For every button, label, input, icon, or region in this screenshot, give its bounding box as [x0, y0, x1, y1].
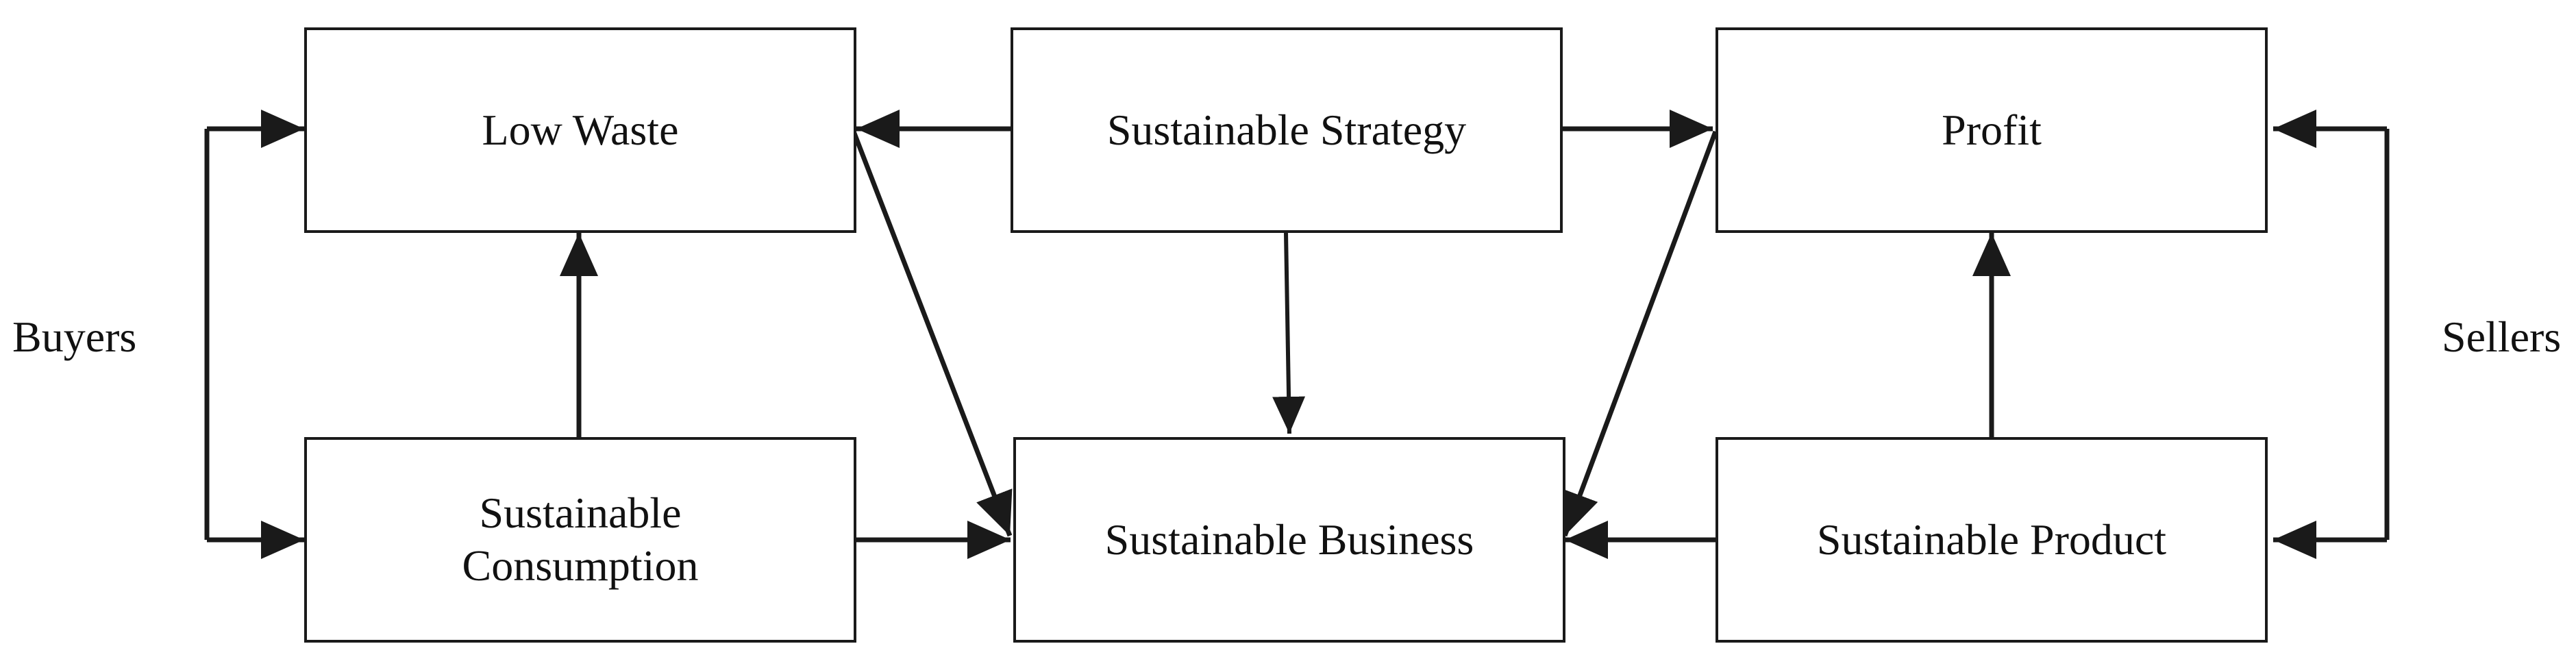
node-sustainable-business-label: Sustainable Business: [1104, 514, 1474, 564]
node-sustainable-strategy-label: Sustainable Strategy: [1106, 105, 1467, 154]
node-sustainable-consumption: Sustainable Consumption: [304, 437, 856, 643]
buyers-bracket: [204, 110, 304, 559]
node-low-waste: Low Waste: [304, 27, 856, 233]
node-sustainable-product: Sustainable Product: [1716, 437, 2268, 643]
node-sustainable-business: Sustainable Business: [1013, 437, 1565, 643]
node-sustainable-consumption-label: Sustainable Consumption: [462, 488, 699, 590]
arrow-low-waste-to-business: [851, 130, 1013, 537]
node-profit: Profit: [1716, 27, 2268, 233]
sellers-bracket: [2273, 110, 2390, 559]
sellers-label: Sellers: [2442, 312, 2562, 361]
node-sustainable-strategy: Sustainable Strategy: [1011, 27, 1563, 233]
node-profit-label: Profit: [1942, 105, 2042, 154]
node-low-waste-label: Low Waste: [482, 105, 679, 154]
arrow-profit-to-business: [1561, 130, 1718, 537]
buyers-label: Buyers: [12, 312, 137, 361]
arrow-strategy-to-business: [1272, 232, 1306, 434]
node-sustainable-product-label: Sustainable Product: [1816, 514, 2167, 564]
